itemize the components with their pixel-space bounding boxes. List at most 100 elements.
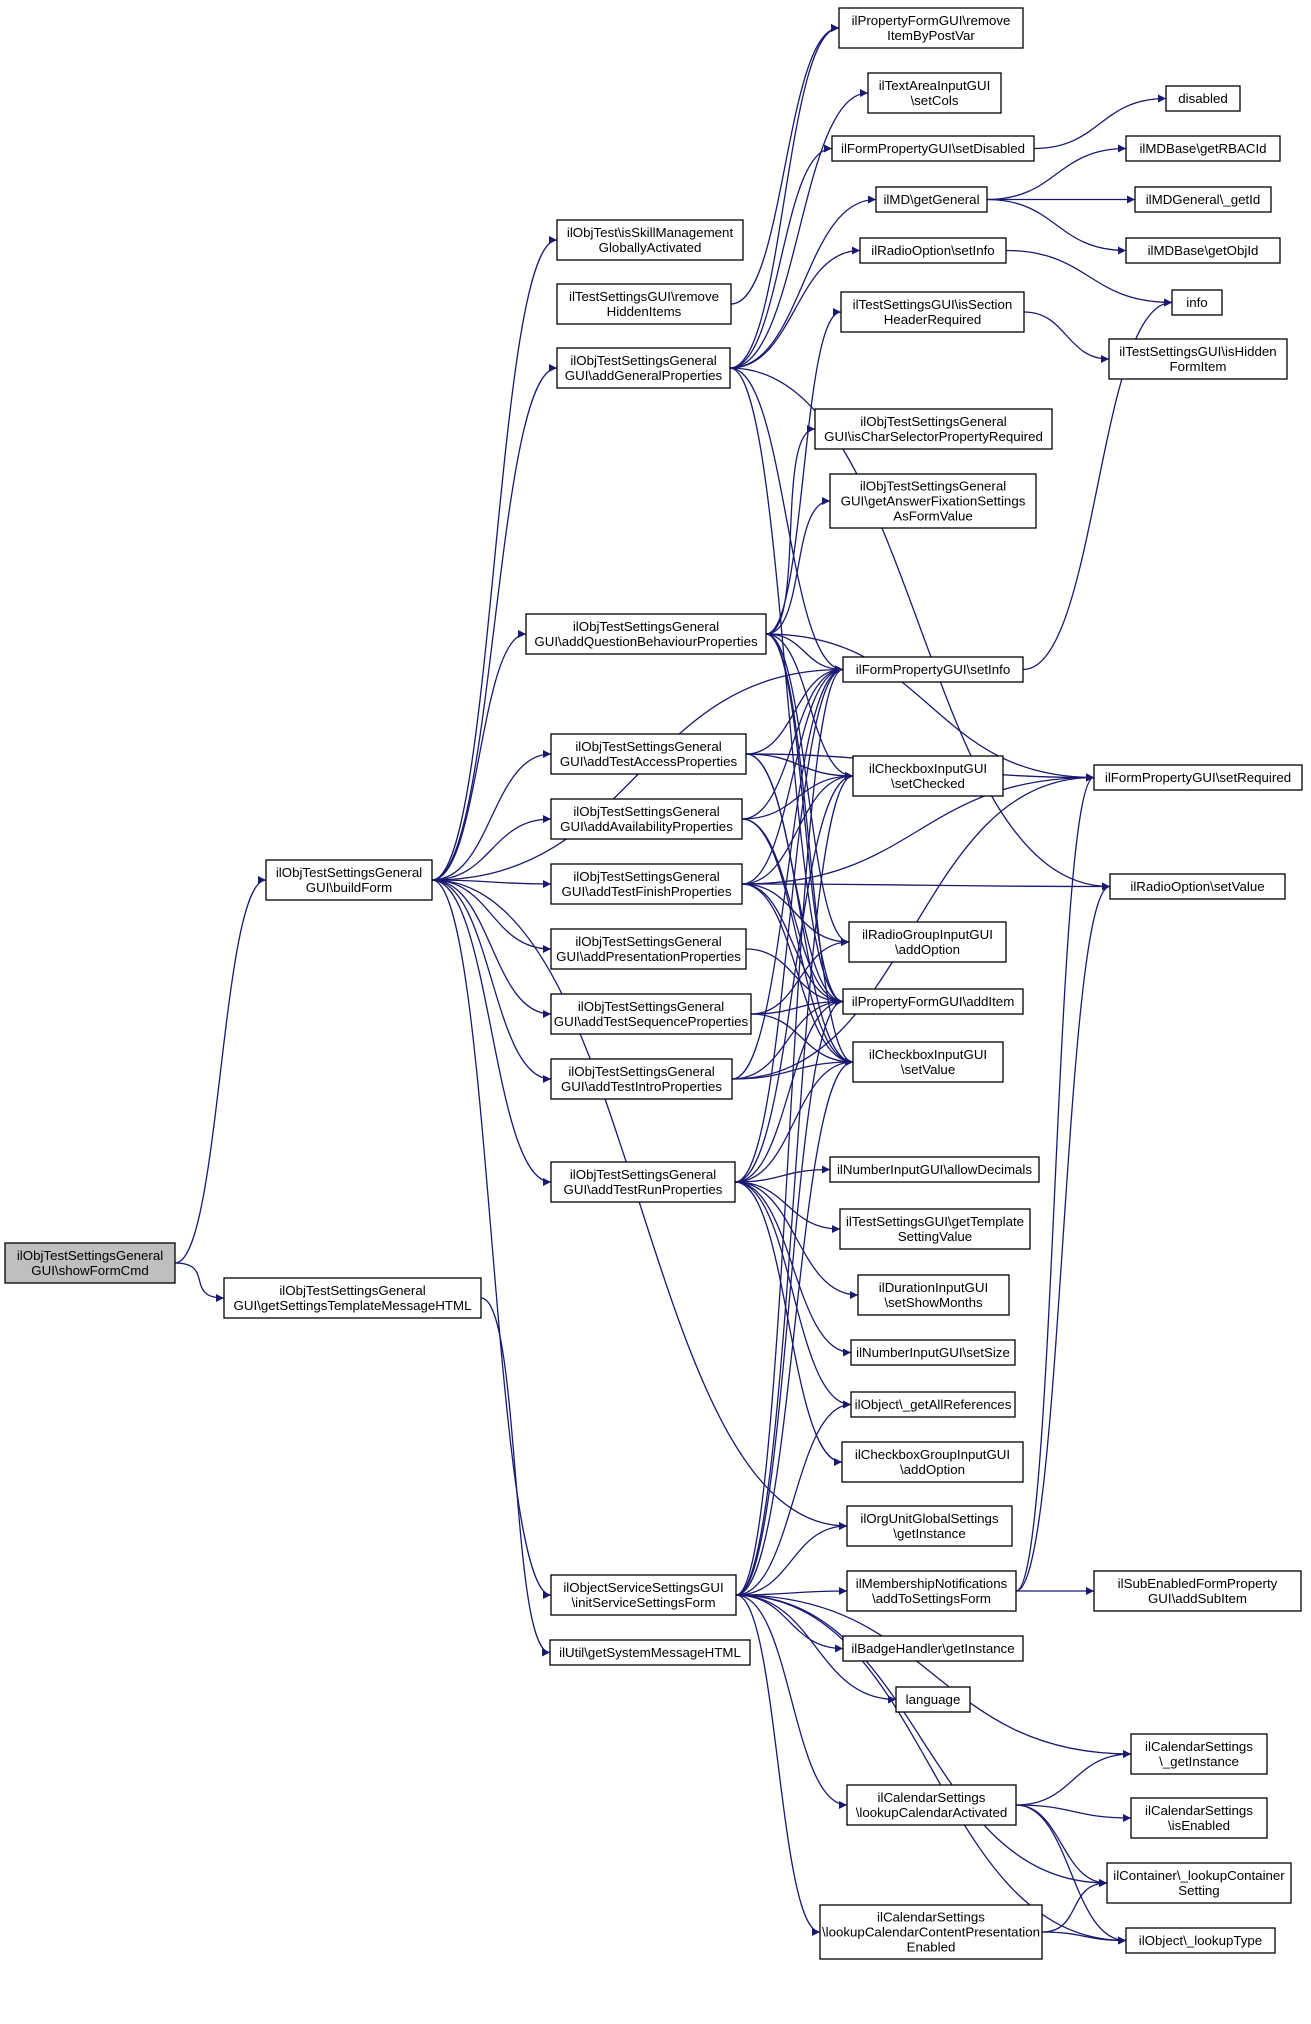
node-ilnumberinputgui-setsize[interactable]: ilNumberInputGUI\setSize xyxy=(850,1339,1016,1366)
node-ilmd-getgeneral[interactable]: ilMD\getGeneral xyxy=(875,186,988,213)
node-box xyxy=(550,1161,736,1203)
node-label-line: HiddenItems xyxy=(607,304,682,319)
node-label-line: ilObjTestSettingsGeneral xyxy=(573,869,719,884)
node-ilcalendarsettings-lookupcalendarcontentpresentation-enabled[interactable]: ilCalendarSettings\lookupCalendarContent… xyxy=(819,1904,1043,1960)
node-label-line: \setValue xyxy=(901,1062,955,1077)
node-ilcheckboxinputgui-setchecked[interactable]: ilCheckboxInputGUI\setChecked xyxy=(852,755,1004,797)
node-ilmembershipnotifications-addtosettingsform[interactable]: ilMembershipNotifications\addToSettingsF… xyxy=(846,1570,1017,1612)
node-iltestsettingsgui-issection-headerrequired[interactable]: ilTestSettingsGUI\isSectionHeaderRequire… xyxy=(840,291,1025,333)
edge-n6-n22 xyxy=(765,425,816,635)
edge-n24-n45 xyxy=(1022,298,1173,671)
edge-n1-n14 xyxy=(431,879,552,1599)
node-ilobjtestsettingsgeneral-gui-addgeneralproperties[interactable]: ilObjTestSettingsGeneralGUI\addGeneralPr… xyxy=(556,347,731,389)
edge-n14-n53 xyxy=(735,1594,1127,1945)
node-iltextareainputgui-setcols[interactable]: ilTextAreaInputGUI\setCols xyxy=(867,72,1002,114)
node-ilbadgehandler-getinstance[interactable]: ilBadgeHandler\getInstance xyxy=(842,1635,1024,1662)
node-ilformpropertygui-setdisabled[interactable]: ilFormPropertyGUI\setDisabled xyxy=(831,135,1035,162)
node-label-line: ilObjTestSettingsGeneral xyxy=(860,479,1006,494)
node-label-line: AsFormValue xyxy=(893,509,973,524)
node-ilobjectservicesettingsgui-initservicesettingsform[interactable]: ilObjectServiceSettingsGUI\initServiceSe… xyxy=(550,1574,737,1616)
node-ilcalendarsettings-lookupcalendaractivated[interactable]: ilCalendarSettings\lookupCalendarActivat… xyxy=(846,1784,1017,1826)
edge-n9-n27 xyxy=(741,883,844,1006)
node-ilobjtestsettingsgeneral-gui-addtestaccessproperties[interactable]: ilObjTestSettingsGeneralGUI\addTestAcces… xyxy=(550,733,747,775)
edge-n13-n34 xyxy=(734,1181,843,1466)
node-ilcalendarsettings-isenabled[interactable]: ilCalendarSettings\isEnabled xyxy=(1130,1797,1268,1839)
node-ilformpropertygui-setinfo[interactable]: ilFormPropertyGUI\setInfo xyxy=(842,656,1024,683)
node-ilobjtest-isskillmanagement-globallyactivated[interactable]: ilObjTest\isSkillManagementGloballyActiv… xyxy=(556,219,744,261)
node-box xyxy=(829,1156,1040,1183)
node-label-line: ilObjTestSettingsGeneral xyxy=(570,353,716,368)
node-ilobjtestsettingsgeneral-gui-addpresentationproperties[interactable]: ilObjTestSettingsGeneralGUI\addPresentat… xyxy=(550,928,747,970)
node-label-line: \addOption xyxy=(900,1462,965,1477)
node-ilpropertyformgui-additem[interactable]: ilPropertyFormGUI\addItem xyxy=(842,988,1024,1015)
node-ilcheckboxgroupinputgui-addoption[interactable]: ilCheckboxGroupInputGUI\addOption xyxy=(841,1441,1024,1483)
node-iltestsettingsgui-gettemplate-settingvalue[interactable]: ilTestSettingsGUI\getTemplateSettingValu… xyxy=(839,1208,1031,1250)
node-box xyxy=(839,1208,1031,1250)
node-label-line: ilObjTestSettingsGeneral xyxy=(279,1283,425,1298)
node-ilradiooption-setinfo[interactable]: ilRadioOption\setInfo xyxy=(859,237,1007,264)
node-box xyxy=(838,7,1024,49)
edge-n6-n47 xyxy=(765,633,1095,782)
edge-n13-n29 xyxy=(734,1165,831,1183)
node-info[interactable]: info xyxy=(1171,289,1223,316)
node-label-line: ilMDBase\getObjId xyxy=(1148,243,1259,258)
node-ilobjtestsettingsgeneral-gui-addavailabilityproperties[interactable]: ilObjTestSettingsGeneralGUI\addAvailabil… xyxy=(550,798,743,840)
node-box xyxy=(1125,1927,1276,1954)
node-ilutil-getsystemmessagehtml[interactable]: ilUtil\getSystemMessageHTML xyxy=(549,1639,751,1666)
node-label-line: \initServiceSettingsForm xyxy=(571,1595,715,1610)
node-ilobjtestsettingsgeneral-gui-addtestfinishproperties[interactable]: ilObjTestSettingsGeneralGUI\addTestFinis… xyxy=(550,863,743,905)
node-box xyxy=(814,408,1053,450)
edge-n11-n28 xyxy=(750,1013,854,1066)
node-label-line: GUI\addTestFinishProperties xyxy=(562,884,732,899)
node-ilobject-getallreferences[interactable]: ilObject\_getAllReferences xyxy=(850,1391,1016,1418)
node-ilradiooption-setvalue[interactable]: ilRadioOption\setValue xyxy=(1109,873,1286,900)
edge-n1-n13 xyxy=(431,879,552,1186)
node-ilorgunitglobalsettings-getinstance[interactable]: ilOrgUnitGlobalSettings\getInstance xyxy=(846,1505,1013,1547)
node-ilobjtestsettingsgeneral-gui-addtestintroproperties[interactable]: ilObjTestSettingsGeneralGUI\addTestIntro… xyxy=(550,1058,733,1100)
node-ilmdbase-getobjid[interactable]: ilMDBase\getObjId xyxy=(1125,237,1281,264)
node-ilformpropertygui-setrequired[interactable]: ilFormPropertyGUI\setRequired xyxy=(1093,764,1303,791)
node-box xyxy=(852,755,1004,797)
node-label-line: ilMDBase\getRBACId xyxy=(1139,141,1266,156)
node-ilobjtestsettingsgeneral-gui-addquestionbehaviourproperties[interactable]: ilObjTestSettingsGeneralGUI\addQuestionB… xyxy=(525,613,767,655)
node-label-line: \addOption xyxy=(895,942,960,957)
node-ildurationinputgui-setshowmonths[interactable]: ilDurationInputGUI\setShowMonths xyxy=(857,1274,1010,1316)
node-box xyxy=(550,993,752,1035)
node-box xyxy=(867,72,1002,114)
node-ilcalendarsettings-getinstance[interactable]: ilCalendarSettings\_getInstance xyxy=(1130,1733,1268,1775)
node-disabled[interactable]: disabled xyxy=(1165,85,1241,112)
edge-n39-n50 xyxy=(1015,1750,1132,1806)
node-ilobject-lookuptype[interactable]: ilObject\_lookupType xyxy=(1125,1927,1276,1954)
node-label-line: ilCheckboxInputGUI xyxy=(869,761,987,776)
node-label-line: FormItem xyxy=(1170,359,1227,374)
node-label-line: ilTestSettingsGUI\isSection xyxy=(853,297,1013,312)
node-ilradiogroupinputgui-addoption[interactable]: ilRadioGroupInputGUI\addOption xyxy=(848,921,1007,963)
node-ilcheckboxinputgui-setvalue[interactable]: ilCheckboxInputGUI\setValue xyxy=(852,1041,1004,1083)
edge-n1-n9 xyxy=(431,879,552,888)
node-box xyxy=(829,473,1037,529)
node-ilmdgeneral-getid[interactable]: ilMDGeneral\_getId xyxy=(1134,186,1272,213)
edge-n5-n48 xyxy=(729,367,1111,891)
node-ilobjtestsettingsgeneral-gui-getsettingstemplatemessagehtml[interactable]: ilObjTestSettingsGeneralGUI\getSettingsT… xyxy=(223,1277,482,1319)
edge-n6-n26 xyxy=(765,633,850,946)
node-ilobjtestsettingsgeneral-gui-ischarselectorpropertyrequired[interactable]: ilObjTestSettingsGeneralGUI\isCharSelect… xyxy=(814,408,1053,450)
node-box xyxy=(556,283,732,325)
node-ilobjtestsettingsgeneral-gui-addtestsequenceproperties[interactable]: ilObjTestSettingsGeneralGUI\addTestSeque… xyxy=(550,993,752,1035)
node-label-line: ilFormPropertyGUI\setDisabled xyxy=(841,141,1025,156)
node-language[interactable]: language xyxy=(895,1686,971,1713)
node-ilmdbase-getrbacid[interactable]: ilMDBase\getRBACId xyxy=(1125,135,1281,162)
node-ilobjtestsettingsgeneral-gui-addtestrunproperties[interactable]: ilObjTestSettingsGeneralGUI\addTestRunPr… xyxy=(550,1161,736,1203)
node-box xyxy=(846,1784,1017,1826)
node-ilobjtestsettingsgeneral-gui-getanswerfixationsettings-asformvalue[interactable]: ilObjTestSettingsGeneralGUI\getAnswerFix… xyxy=(829,473,1037,529)
node-ilnumberinputgui-allowdecimals[interactable]: ilNumberInputGUI\allowDecimals xyxy=(829,1156,1040,1183)
edge-n39-n52 xyxy=(1015,1804,1108,1887)
edge-n13-n24 xyxy=(734,665,844,1183)
